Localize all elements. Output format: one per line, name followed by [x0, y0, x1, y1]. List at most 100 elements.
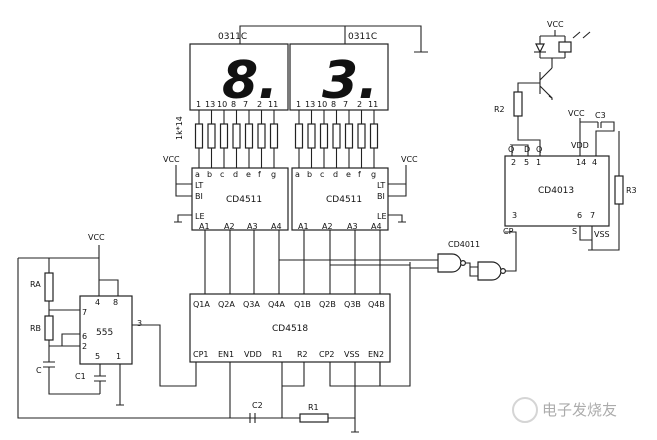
svg-text:4: 4 — [592, 158, 597, 167]
svg-text:VDD: VDD — [244, 350, 262, 359]
svg-text:10: 10 — [217, 100, 227, 109]
display-right-label: 0311C — [348, 32, 377, 42]
svg-text:2: 2 — [357, 100, 362, 109]
svg-text:EN2: EN2 — [368, 350, 384, 359]
svg-text:5: 5 — [524, 158, 529, 167]
r3-label: R3 — [626, 186, 637, 195]
timer-555-vcc: VCC — [88, 233, 105, 242]
svg-text:g: g — [371, 170, 376, 179]
ra-label: RA — [30, 280, 41, 289]
resistor — [257, 123, 266, 149]
resistor — [332, 123, 341, 149]
resistor-array-label: 1k*14 — [175, 116, 184, 140]
svg-text:1: 1 — [196, 100, 201, 109]
svg-text:A1: A1 — [199, 222, 210, 231]
svg-text:Q1A: Q1A — [193, 300, 210, 309]
display-right-digit: 3. — [322, 51, 378, 111]
svg-text:g: g — [271, 170, 276, 179]
watermark: 电子发烧友 — [512, 397, 617, 423]
svg-text:Q2A: Q2A — [218, 300, 235, 309]
c3-label: C3 — [595, 111, 606, 120]
svg-text:11: 11 — [368, 100, 378, 109]
rb-label: RB — [30, 324, 41, 333]
resistor — [207, 123, 216, 149]
svg-text:1: 1 — [536, 158, 541, 167]
cd4511-right: a b c d e f g LT BI LE CD4511 A1 A2 A3 A… — [291, 155, 418, 231]
svg-text:e: e — [246, 170, 251, 179]
svg-text:13: 13 — [205, 100, 215, 109]
svg-text:A2: A2 — [322, 222, 333, 231]
display-right: 0311C 3. — [289, 32, 389, 111]
display-right-pins: 1 13 10 8 7 2 11 — [296, 100, 378, 109]
svg-text:CP: CP — [503, 227, 514, 236]
bottom-components: C2 R1 — [229, 262, 411, 433]
svg-text:7: 7 — [82, 308, 87, 317]
svg-text:a: a — [195, 170, 200, 179]
svg-text:BI: BI — [195, 192, 203, 201]
svg-text:Q2B: Q2B — [319, 300, 336, 309]
svg-text:c: c — [220, 170, 224, 179]
svg-text:R2: R2 — [297, 350, 308, 359]
svg-text:8: 8 — [331, 100, 336, 109]
svg-text:6: 6 — [82, 332, 87, 341]
cd4511-left: a b c d e f g LT BI LE CD4511 A1 A2 A3 A… — [163, 155, 289, 231]
cd4013: Q̄ D Q 2 5 1 VDD 14 4 3 CP S 6 7 VSS CD4… — [503, 118, 615, 251]
svg-text:A4: A4 — [271, 222, 282, 231]
svg-text:2: 2 — [257, 100, 262, 109]
timer-555: 555 4 8 7 6 2 3 5 1 VCC RA RB C C1 — [30, 233, 197, 406]
cd4011: CD4011 — [279, 231, 517, 281]
cd4511-right-vcc: VCC — [401, 155, 418, 164]
svg-text:Q3A: Q3A — [243, 300, 260, 309]
cd4011-name: CD4011 — [448, 240, 480, 249]
svg-text:2: 2 — [511, 158, 516, 167]
cd4511-right-name: CD4511 — [326, 195, 362, 205]
display-left-label: 0311C — [218, 32, 247, 42]
svg-text:R1: R1 — [272, 350, 283, 359]
svg-text:a: a — [295, 170, 300, 179]
cd4013-name: CD4013 — [538, 186, 574, 196]
svg-text:f: f — [358, 170, 361, 179]
svg-text:6: 6 — [577, 211, 582, 220]
svg-text:7: 7 — [590, 211, 595, 220]
vcc2-label: VCC — [568, 109, 585, 118]
svg-text:8: 8 — [113, 298, 118, 307]
timer-555-name: 555 — [96, 328, 113, 338]
resistor — [357, 123, 366, 149]
svg-text:1: 1 — [116, 352, 121, 361]
svg-text:d: d — [233, 170, 238, 179]
svg-text:7: 7 — [243, 100, 248, 109]
c1-label: C1 — [75, 372, 86, 381]
svg-text:2: 2 — [82, 342, 87, 351]
svg-text:7: 7 — [343, 100, 348, 109]
svg-text:Q4A: Q4A — [268, 300, 285, 309]
svg-text:b: b — [307, 170, 312, 179]
cd4511-left-name: CD4511 — [226, 195, 262, 205]
svg-text:3: 3 — [137, 319, 142, 328]
svg-text:S: S — [572, 227, 577, 236]
svg-text:11: 11 — [268, 100, 278, 109]
resistor — [294, 123, 304, 149]
svg-text:A2: A2 — [224, 222, 235, 231]
svg-text:LT: LT — [377, 181, 385, 190]
svg-text:D: D — [524, 145, 530, 154]
svg-text:14: 14 — [576, 158, 586, 167]
svg-text:Q4B: Q4B — [368, 300, 385, 309]
svg-text:13: 13 — [305, 100, 315, 109]
svg-text:CP2: CP2 — [319, 350, 335, 359]
svg-text:Q: Q — [536, 145, 542, 154]
cd4511-left-vcc: VCC — [163, 155, 180, 164]
resistor — [344, 123, 354, 149]
svg-text:b: b — [207, 170, 212, 179]
svg-text:d: d — [333, 170, 338, 179]
watermark-text: 电子发烧友 — [542, 401, 617, 419]
r1-label: R1 — [308, 403, 319, 412]
svg-text:LT: LT — [195, 181, 203, 190]
resistor — [269, 123, 279, 149]
svg-text:1: 1 — [296, 100, 301, 109]
svg-text:8: 8 — [231, 100, 236, 109]
svg-text:VSS: VSS — [344, 350, 360, 359]
resistor-array-left — [194, 110, 279, 168]
svg-text:f: f — [258, 170, 261, 179]
svg-text:A1: A1 — [298, 222, 309, 231]
resistor — [319, 123, 329, 149]
